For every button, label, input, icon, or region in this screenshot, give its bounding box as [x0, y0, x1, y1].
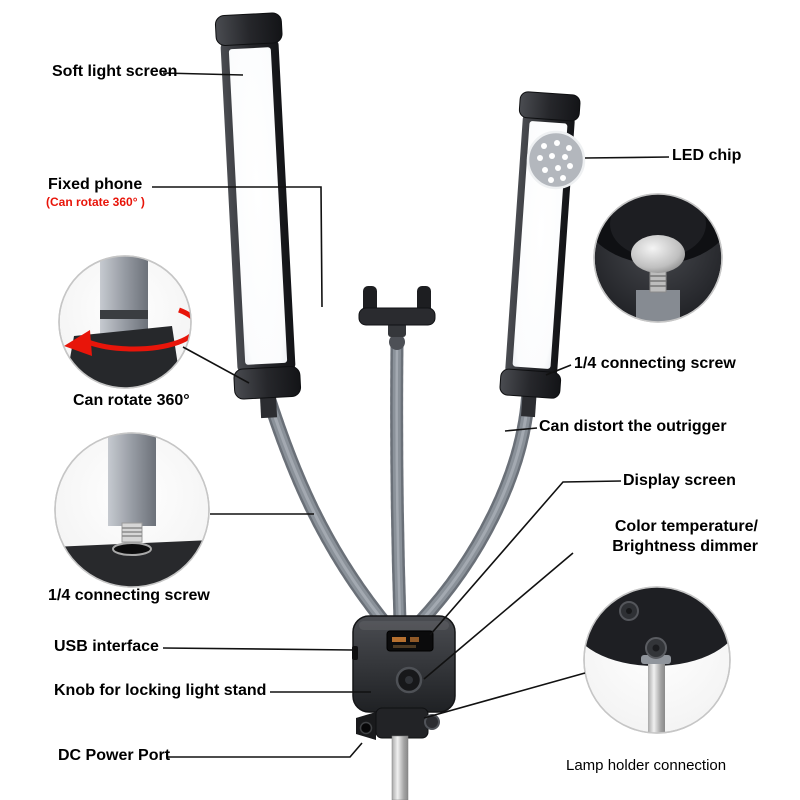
stand-clamp — [356, 707, 440, 740]
label-distort-outrigger: Can distort the outrigger — [539, 418, 727, 435]
label-display-screen: Display screen — [623, 472, 736, 489]
left-gooseneck-arm — [261, 389, 391, 629]
right-gooseneck-arm — [413, 391, 535, 629]
label-color-temp-dimmer: Color temperature/ Brightness dimmer — [580, 517, 758, 557]
label-fixed-phone: Fixed phone — [48, 176, 143, 193]
label-knob-locking-stand: Knob for locking light stand — [54, 682, 267, 699]
phone-holder — [358, 286, 436, 350]
inset-quarter-screw-left — [54, 432, 210, 588]
control-box — [352, 615, 456, 713]
label-brightness-dimmer: Brightness dimmer — [612, 538, 758, 555]
callout-lines — [152, 72, 670, 758]
led-zoom-circle — [526, 130, 586, 190]
label-usb-interface: USB interface — [54, 638, 159, 655]
display — [386, 630, 434, 652]
label-dc-power-port: DC Power Port — [58, 747, 171, 764]
label-fixed-phone-note: (Can rotate 360° ) — [46, 195, 145, 209]
label-led-chip: LED chip — [672, 147, 742, 164]
dc-power-port — [359, 721, 373, 735]
dimmer-knob — [395, 666, 423, 694]
usb-port — [352, 646, 358, 660]
label-quarter-screw-left: 1/4 connecting screw — [48, 587, 210, 604]
light-stand-pole — [391, 735, 409, 800]
inset-rotate-joint — [58, 255, 192, 389]
label-lamp-holder-connection: Lamp holder connection — [566, 757, 727, 774]
inset-screw-mount — [593, 193, 723, 323]
label-soft-light-screen: Soft light screen — [52, 63, 178, 80]
left-light-panel — [214, 12, 302, 419]
label-quarter-screw-right: 1/4 connecting screw — [574, 355, 736, 372]
label-can-rotate-360: Can rotate 360° — [73, 392, 190, 409]
label-color-temperature: Color temperature/ — [614, 518, 758, 535]
inset-lamp-holder — [583, 586, 731, 734]
center-gooseneck-arm — [390, 337, 407, 629]
